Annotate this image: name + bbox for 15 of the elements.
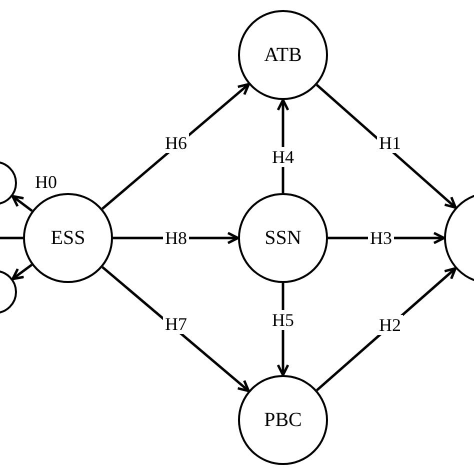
edge-label: H4 <box>270 147 296 167</box>
node-label: SSN <box>264 226 302 250</box>
edge-label: H2 <box>377 315 403 335</box>
arrow <box>316 84 457 209</box>
arrow <box>11 195 33 212</box>
arrow <box>11 264 33 280</box>
node-label: ESS <box>50 226 86 250</box>
hypothesis-label: H0 <box>34 172 58 192</box>
edge-label: H6 <box>163 133 189 153</box>
node-label: PBC <box>264 408 302 432</box>
node-label: ATB <box>264 44 302 66</box>
edge-label: H5 <box>270 310 296 330</box>
arrow <box>102 266 250 392</box>
arrow <box>101 82 250 210</box>
edge-label: H7 <box>163 314 189 334</box>
